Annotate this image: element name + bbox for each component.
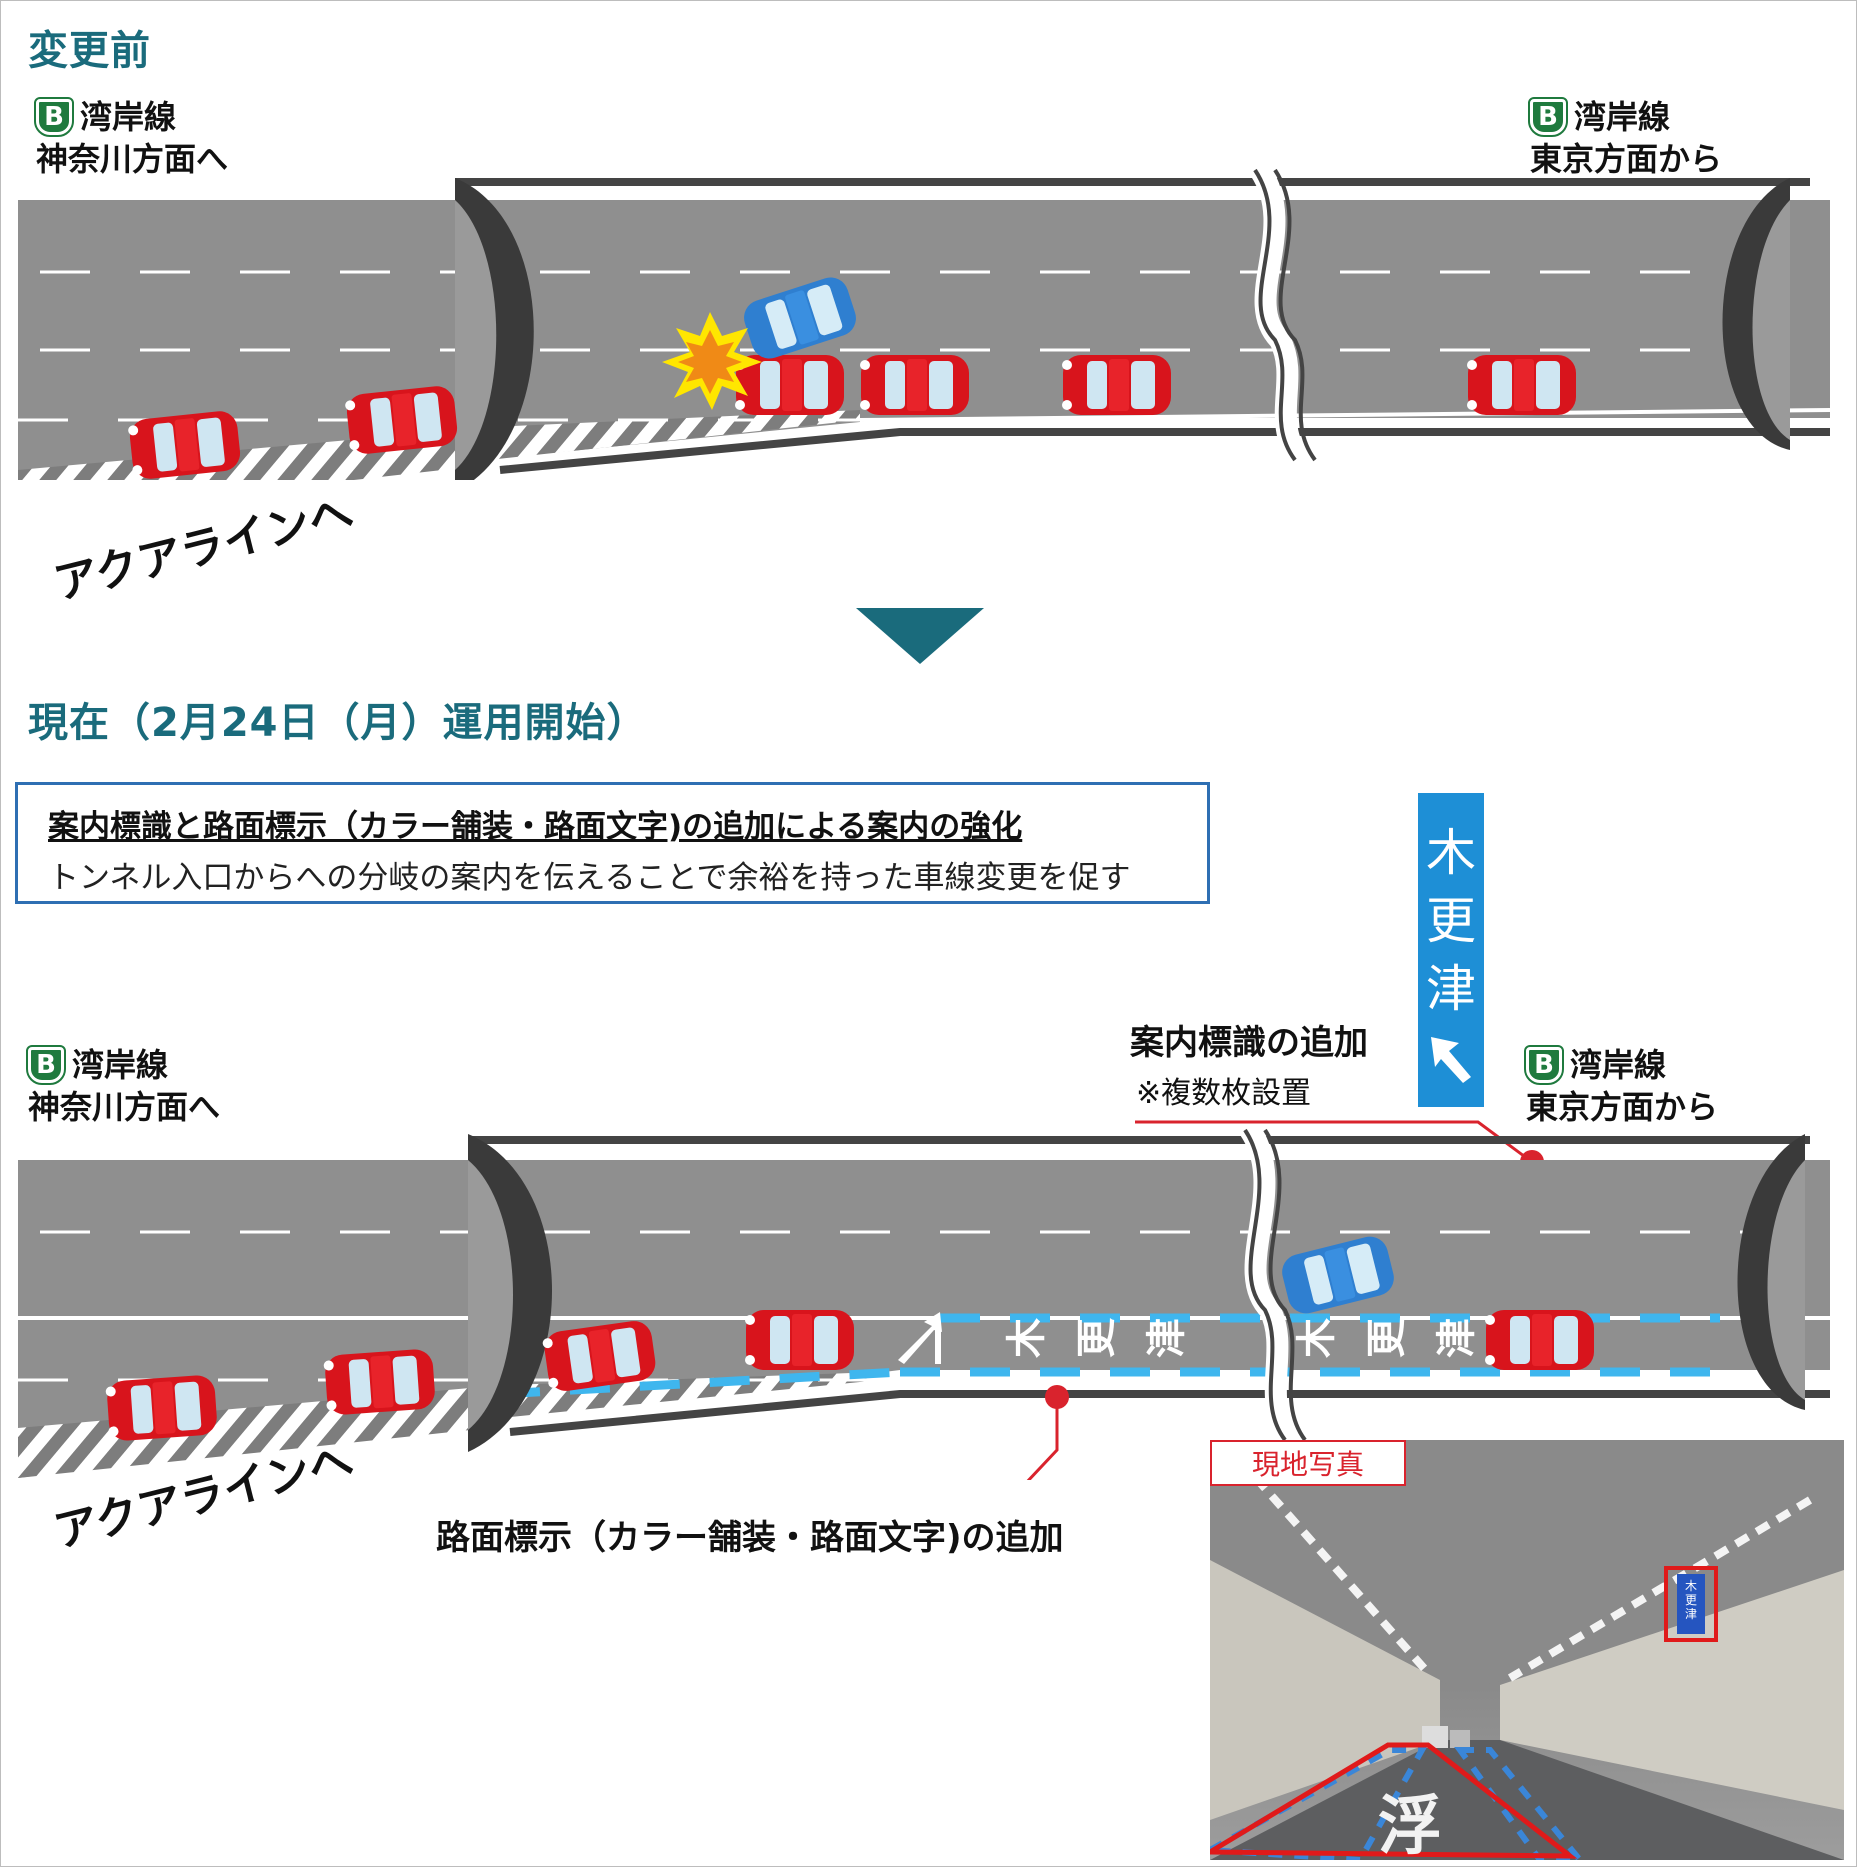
marking-callout: 路面標示（カラー舗装・路面文字)の追加 [436, 1518, 1064, 1558]
after-road-diagram: 木 更 津 木 更 津 [18, 1120, 1830, 1480]
arrow-up-left-icon [1431, 1037, 1471, 1083]
route-name: 湾岸線 [72, 1046, 169, 1084]
photo-sign [1677, 1574, 1705, 1634]
before-road-diagram [18, 163, 1831, 480]
route-shield-icon: B [1528, 97, 1568, 137]
road-marking-char: 木 [1294, 1318, 1340, 1358]
before-heading: 変更前 [28, 28, 151, 74]
road-marking-char: 更 [1074, 1317, 1120, 1358]
car-icon [105, 1374, 218, 1442]
note-title: 案内標識と路面標示（カラー舗装・路面文字)の追加による案内の強化 [48, 809, 1023, 845]
sign-callout-note: ※複数枚設置 [1136, 1076, 1312, 1111]
road-marking-text: 木 更 津 木 更 津 [898, 1312, 1480, 1364]
car-icon [127, 409, 242, 480]
route-shield-icon: B [1524, 1045, 1564, 1085]
road-surface [18, 200, 1830, 480]
marking-arrow-icon [898, 1312, 942, 1364]
photo-sign-text: 木更津 [1685, 1579, 1697, 1621]
note-box: 案内標識と路面標示（カラー舗装・路面文字)の追加による案内の強化 トンネル入口か… [15, 782, 1210, 904]
after-heading: 現在（2月24日（月）運用開始） [28, 700, 648, 746]
sign-char: 更 [1426, 892, 1476, 950]
car-icon [745, 1310, 854, 1370]
road-marking-char: 津 [1434, 1318, 1480, 1358]
sign-char: 木 [1426, 824, 1476, 882]
hatched-zone [470, 410, 860, 462]
sign-char: 津 [1426, 960, 1476, 1018]
direction-text: 東京方面から [1530, 140, 1723, 178]
guide-sign: 木 更 津 [1418, 793, 1484, 1107]
road-marking-char: 津 [1144, 1318, 1190, 1358]
route-name: 湾岸線 [1570, 1046, 1667, 1084]
car-icon [1467, 355, 1576, 415]
photo-label: 現地写真 [1210, 1440, 1406, 1486]
car-icon [344, 384, 459, 456]
route-name: 湾岸線 [1574, 98, 1671, 136]
car-icon [323, 1348, 436, 1416]
sign-callout: 案内標識の追加 [1130, 1023, 1368, 1063]
route-name: 湾岸線 [80, 98, 177, 136]
route-shield-icon: B [26, 1045, 66, 1085]
direction-text: 神奈川方面へ [28, 1088, 221, 1126]
direction-text: 神奈川方面へ [36, 140, 229, 178]
highlight-box [1664, 1566, 1718, 1642]
car-icon [1062, 355, 1171, 415]
site-photo: 木更津 浮 [1210, 1440, 1844, 1860]
road-marking-char: 更 [1364, 1317, 1410, 1358]
note-body: トンネル入口からへの分岐の案内を伝えることで余裕を持った車線変更を促す [48, 860, 1131, 896]
car-icon [860, 355, 969, 415]
car-icon [1485, 1310, 1594, 1370]
route-shield-icon: B [34, 97, 74, 137]
transition-arrow-icon [856, 608, 984, 664]
photo-road-text: 浮 [1378, 1790, 1442, 1860]
road-marking-char: 木 [1004, 1318, 1050, 1358]
direction-text: 東京方面から [1526, 1088, 1719, 1126]
